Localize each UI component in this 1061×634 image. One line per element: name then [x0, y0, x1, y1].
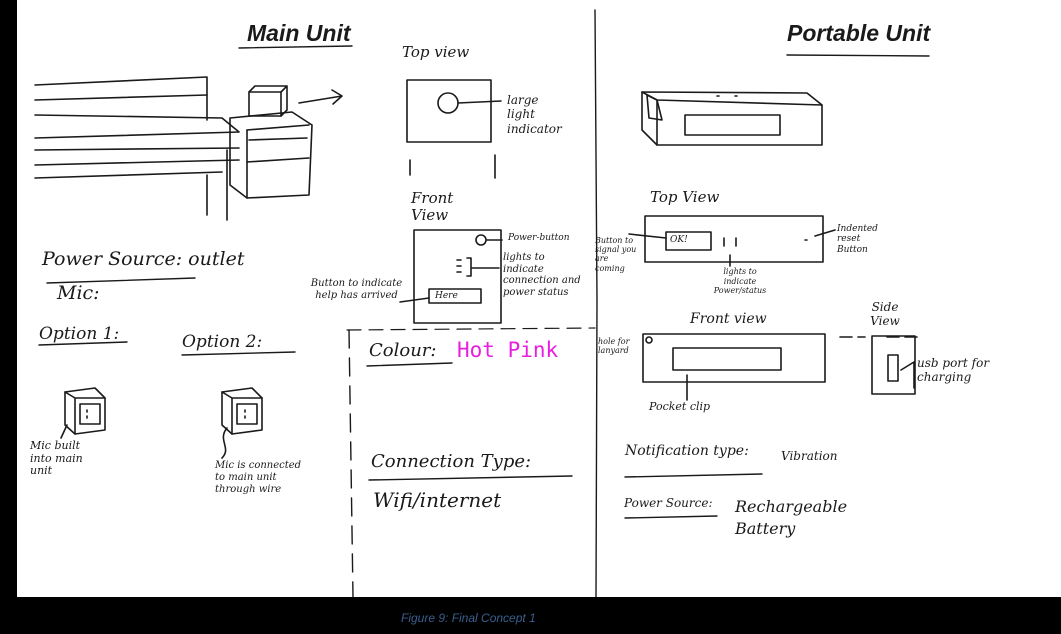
- mic-label: Mic:: [57, 282, 100, 304]
- here-button-text: Here: [435, 291, 458, 301]
- mid-divider: [348, 329, 354, 597]
- notification-type-value: Vibration: [781, 449, 838, 463]
- center-divider: [594, 9, 598, 597]
- portable-top-view-box: [644, 215, 824, 263]
- main-front-view-box: [413, 229, 502, 324]
- main-front-view-label: Front View: [411, 189, 454, 224]
- main-power-source: Power Source: outlet: [42, 248, 245, 270]
- option1-note: Mic built into main unit: [30, 439, 83, 478]
- side-view-label: Side View: [870, 300, 900, 329]
- mid-horizontal-divider: [346, 327, 596, 331]
- portable-top-view-label: Top View: [650, 188, 720, 206]
- portable-side-view-box: [871, 335, 916, 395]
- main-unit-title: Main Unit: [247, 20, 351, 46]
- sketch-drawings: [34, 9, 930, 597]
- option2-label: Option 2:: [182, 332, 263, 352]
- pocket-clip-label: Pocket clip: [649, 400, 711, 413]
- main-top-view-label: Top view: [402, 43, 470, 61]
- portable-unit-title: Portable Unit: [787, 20, 931, 46]
- bed-illustration: [34, 76, 240, 221]
- hole-label: hole for lanyard: [598, 337, 630, 356]
- portable-unit-3d-sketch: [641, 91, 823, 146]
- option1-unit-sketch: [60, 387, 106, 439]
- portable-front-view-label: Front view: [690, 311, 767, 327]
- main-lights-label: lights to indicate connection and power …: [503, 252, 581, 298]
- connection-type-value: Wifi/internet: [373, 488, 502, 512]
- portable-power-source-value: Rechargeable Battery: [735, 497, 848, 539]
- signal-button-label: Button to signal you are coming: [595, 236, 637, 273]
- portable-power-source-label: Power Source:: [624, 496, 713, 510]
- main-top-view-box: [406, 79, 492, 143]
- figure-caption-text: Figure 9: Final Concept 1: [401, 611, 536, 625]
- portable-front-view-box: [642, 333, 826, 383]
- usb-port-label: usb port for charging: [917, 356, 990, 385]
- help-button-label: Button to indicate help has arrived: [310, 278, 403, 301]
- ok-button-text: OK!: [670, 235, 688, 245]
- large-light-label: large light indicator: [507, 93, 562, 136]
- portable-lights-label: lights to indicate Power/status: [713, 267, 767, 296]
- colour-value: Hot Pink: [457, 338, 559, 362]
- connection-type-label: Connection Type:: [371, 451, 532, 472]
- option2-unit-sketch: [221, 387, 263, 459]
- option1-label: Option 1:: [39, 324, 120, 344]
- power-button-label: Power-button: [508, 233, 570, 243]
- notification-type-label: Notification type:: [625, 443, 749, 459]
- figure-caption: Figure 9: Final Concept 1: [0, 611, 1061, 625]
- option2-note: Mic is connected to main unit through wi…: [215, 460, 302, 495]
- colour-label: Colour:: [369, 340, 437, 361]
- large-light-circle: [437, 92, 459, 114]
- nightstand-illustration: [229, 85, 343, 199]
- reset-button-label: Indented reset Button: [837, 224, 878, 255]
- sketch-sheet: Main Unit Top view large light indicator…: [17, 0, 1061, 597]
- power-button-circle: [475, 234, 487, 246]
